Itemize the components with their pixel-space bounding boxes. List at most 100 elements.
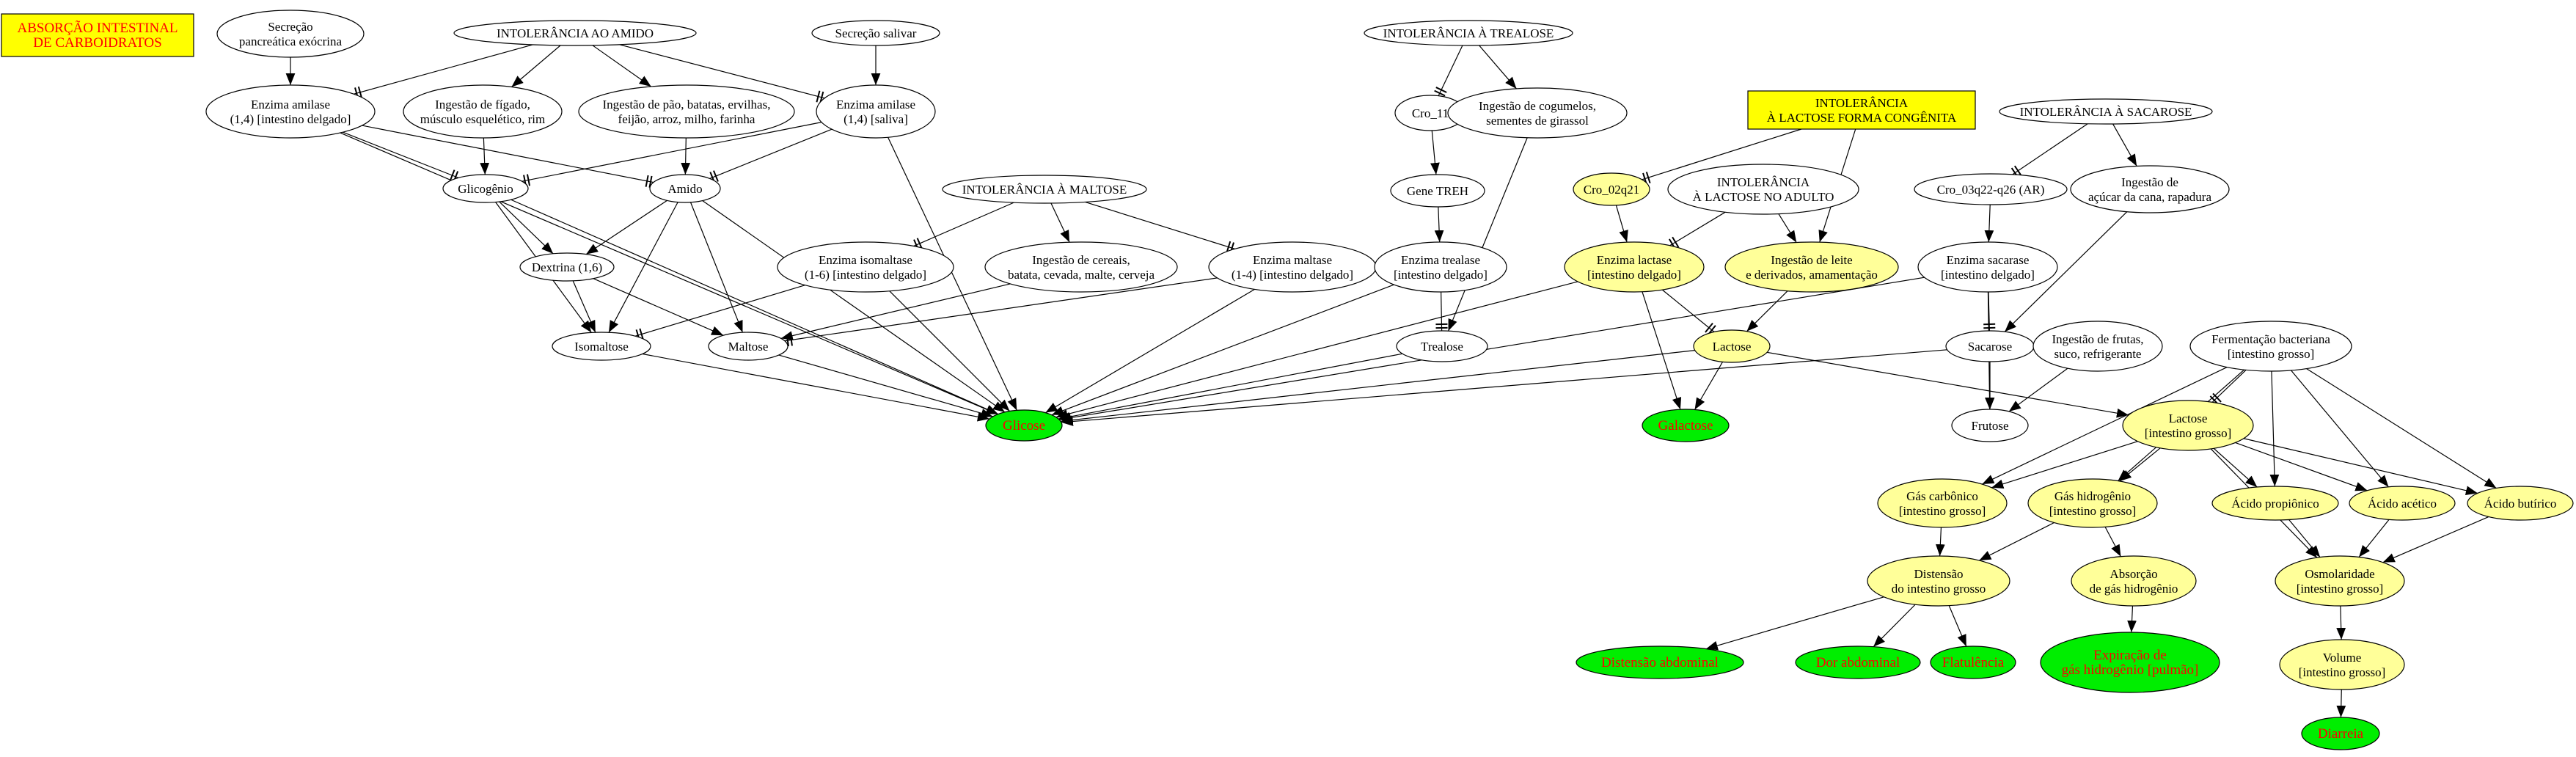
edge-line [889, 290, 1010, 412]
edge-isomaltose-to-glicose [642, 353, 989, 422]
node-ellipse [442, 174, 529, 203]
edge-line [608, 202, 678, 333]
node-label: Ácido acético [2368, 497, 2437, 511]
node-maltose: Maltose [708, 332, 788, 361]
node-label: batata, cevada, malte, cerveja [1008, 268, 1155, 282]
tee-bar-icon [916, 238, 923, 249]
edge-line [1669, 211, 1726, 246]
node-label: [intestino grosso] [2145, 426, 2232, 440]
edge-line [780, 283, 1011, 340]
edge-line [1441, 291, 1443, 332]
edge-glicogenio-to-glicose [511, 199, 999, 415]
node-ellipse [2071, 555, 2197, 607]
edge-distensao-to-dor_abd [1873, 604, 1916, 648]
edge-cro11-to-gene_treh [1430, 130, 1440, 175]
tee-bar-icon [786, 334, 789, 347]
node-ellipse [2301, 717, 2380, 750]
node-gene-treh: Gene TREH [1390, 174, 1485, 208]
node-ellipse [1364, 20, 1573, 46]
node-label: Enzima isomaltase [819, 253, 912, 267]
edge-line [913, 202, 1014, 247]
node-ellipse [2032, 321, 2163, 372]
node-ing-frutas: Ingestão de frutas,suco, refrigerante [2032, 321, 2163, 372]
edge-line [585, 200, 667, 255]
node-enz-amil-int: Enzima amilase(1,4) [intestino delgado] [205, 84, 376, 139]
edge-enz_amil_sal-to-amido [709, 128, 833, 183]
edge-cro03q22-to-enz_sacarase [1984, 204, 1994, 243]
node-label: Expiração de [2093, 648, 2167, 663]
node-amido: Amido [649, 174, 721, 203]
node-label: (1-6) [intestino delgado] [805, 268, 926, 282]
node-ellipse [985, 409, 1063, 442]
tee-bar-icon [2013, 165, 2022, 177]
node-ellipse [578, 84, 795, 139]
node-label: Cro_03q22-q26 (AR) [1937, 183, 2045, 197]
edge-line [2382, 516, 2489, 563]
node-label: Osmolaridade [2305, 567, 2374, 581]
node-label: (1,4) [saliva] [844, 112, 908, 126]
edge-line [1479, 45, 1517, 89]
node-ellipse [1642, 409, 1730, 442]
edge-distensao-to-dist_abd [1705, 596, 1884, 651]
node-label: Gás carbônico [1906, 489, 1978, 503]
edge-line [1984, 204, 1994, 243]
edge-line [2119, 447, 2161, 482]
node-label: Ingestão de frutas, [2052, 332, 2143, 346]
node-label: Enzima amilase [251, 98, 330, 111]
node-label: Ingestão de leite [1771, 253, 1852, 267]
edge-ing_acucar-to-sacarose [2004, 211, 2128, 332]
edge-line [1615, 205, 1628, 243]
edge-lactose_ig-to-ac_acetico [2235, 442, 2368, 491]
edge-lactose_ig-to-ac_propionico [2213, 447, 2258, 488]
edge-line [1642, 128, 1802, 180]
edge-sacarose-to-glicose [1061, 349, 1947, 426]
edge-enz_sacarase-to-glicose [1059, 277, 1925, 423]
edge-line [681, 137, 691, 175]
edge-line [1447, 137, 1528, 332]
edge-enz_maltase-to-glicose [1045, 288, 1255, 414]
node-ellipse [2122, 400, 2254, 451]
edge-ferment-to-ac_propionico [2269, 370, 2280, 487]
node-label: pancreática exócrina [239, 34, 343, 48]
edge-ing_figado-to-glicogenio [480, 137, 490, 175]
node-lactose: Lactose [1693, 329, 1771, 363]
edge-ferment-to-lactose_ig [2209, 369, 2247, 406]
edge-enz_amil_int-to-glicogenio [343, 131, 459, 183]
node-label: Ingestão de cereais, [1032, 253, 1130, 267]
edge-line [1982, 367, 2228, 485]
edge-line [1059, 277, 1925, 423]
edge-amido-to-maltose [689, 202, 744, 333]
node-gas-hidro: Gás hidrogênio[intestino grosso] [2027, 478, 2158, 528]
edge-line [340, 132, 998, 415]
edge-line [1058, 353, 1403, 422]
node-ellipse [649, 174, 721, 203]
node-ellipse [1374, 241, 1507, 293]
node-label: Frutose [1972, 419, 2009, 433]
node-label: Galactose [1658, 418, 1713, 434]
edge-line [593, 278, 724, 336]
edge-line [572, 280, 596, 333]
edge-line [522, 122, 822, 182]
edge-line [1642, 291, 1682, 410]
edge-line [2269, 370, 2280, 487]
node-label: de gás hidrogênio [2090, 582, 2178, 596]
node-isomaltose: Isomaltose [552, 332, 651, 361]
node-int-sacarose: INTOLERÂNCIA À SACAROSE [1999, 98, 2213, 125]
node-label: INTOLERÂNCIA AO AMIDO [497, 26, 654, 40]
edge-int_maltose-to-ing_cereais [1050, 202, 1070, 243]
edge-line [2012, 123, 2088, 175]
node-label: Ingestão de fígado, [435, 98, 530, 111]
edge-line [1873, 604, 1916, 648]
node-gas-carb: Gás carbônico[intestino grosso] [1877, 478, 2008, 528]
node-label: À LACTOSE NO ADULTO [1693, 190, 1834, 204]
edge-line [343, 131, 459, 178]
node-label: Enzima amilase [836, 98, 915, 111]
node-sec-saliv: Secreção salivar [811, 20, 940, 46]
edge-int_amido-to-ing_figado [511, 45, 561, 87]
node-ellipse [2027, 478, 2158, 528]
edge-enz_isomalt-to-glicose [889, 290, 1010, 412]
node-label: Fermentação bacteriana [2211, 332, 2330, 346]
node-label: Enzima lactase [1597, 253, 1672, 267]
